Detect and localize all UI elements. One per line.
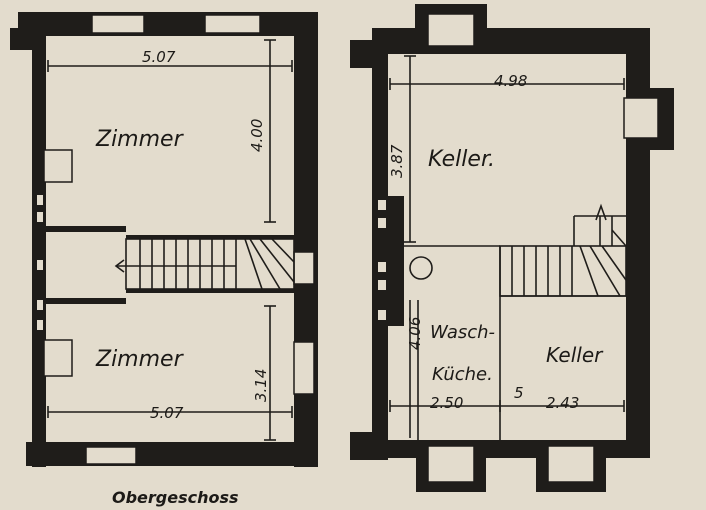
upper-window-top-1: [91, 14, 145, 34]
cellar-right-window: [623, 97, 659, 139]
cellar-corner-top: [350, 40, 380, 68]
cellar-corner-bottom: [350, 432, 388, 460]
cellar-bottom-window-1: [427, 445, 475, 483]
cellar-wall-top: [372, 28, 650, 54]
upper-window-left-2: [43, 339, 73, 377]
dim-cellar-depth-bottom: 4.06: [406, 317, 424, 350]
caption: Obergeschoss: [112, 488, 239, 507]
cellar-dimension-lines: [389, 55, 625, 438]
dim-upper-top-width: 5.07: [142, 48, 176, 66]
upper-chimney: [10, 28, 36, 50]
label-waschkueche-line1: Wasch-: [430, 322, 495, 343]
label-waschkueche-line2: Küche.: [432, 364, 493, 385]
cellar-bottom-window-2: [547, 445, 595, 483]
upper-window-right-2: [293, 341, 315, 395]
upper-stair-wall-bottom: [126, 289, 294, 293]
upper-wall-left: [32, 12, 46, 467]
dim-upper-top-depth: 4.00: [248, 119, 266, 152]
upper-wall-right: [294, 12, 318, 467]
cellar-top-window: [427, 13, 475, 47]
upper-floor-plan: Zimmer Zimmer 5.07 4.00 5.07 3.14: [10, 12, 318, 467]
upper-partition-bottom: [46, 298, 126, 304]
cellar-wall-left: [372, 28, 388, 458]
dim-cellar-depth-top: 3.87: [388, 144, 406, 178]
cellar-plan: Keller. Wasch- Küche. Keller 4.98 3.87 4…: [350, 4, 674, 492]
cellar-staircase: [499, 203, 627, 297]
dim-upper-bottom-width: 5.07: [150, 404, 184, 422]
upper-left-wall-marks: [37, 195, 43, 330]
cellar-boiler: [409, 256, 433, 280]
dim-partition: 5: [514, 384, 524, 402]
upper-partition-top: [46, 226, 126, 232]
upper-wall-top: [18, 12, 318, 36]
upper-window-top-2: [204, 14, 261, 34]
upper-window-bottom: [85, 446, 137, 465]
upper-dimension-lines: [47, 39, 293, 441]
label-keller-small: Keller: [546, 343, 604, 367]
label-zimmer-top: Zimmer: [95, 127, 185, 152]
label-zimmer-bottom: Zimmer: [95, 347, 185, 372]
dim-upper-bottom-depth: 3.14: [252, 369, 270, 402]
upper-wall-bottom: [26, 442, 318, 466]
label-keller-main: Keller.: [428, 147, 495, 172]
upper-staircase: [114, 238, 295, 290]
dim-cellar-width: 4.98: [494, 72, 527, 90]
dim-keller-small-width: 2.43: [546, 394, 579, 412]
upper-stair-wall-top: [126, 235, 294, 239]
dim-wash-width: 2.50: [430, 394, 463, 412]
upper-window-left-1: [43, 149, 73, 183]
cellar-left-wall-marks: [378, 200, 386, 320]
upper-window-right-1: [293, 251, 315, 285]
cellar-chimney-block: [388, 196, 404, 326]
